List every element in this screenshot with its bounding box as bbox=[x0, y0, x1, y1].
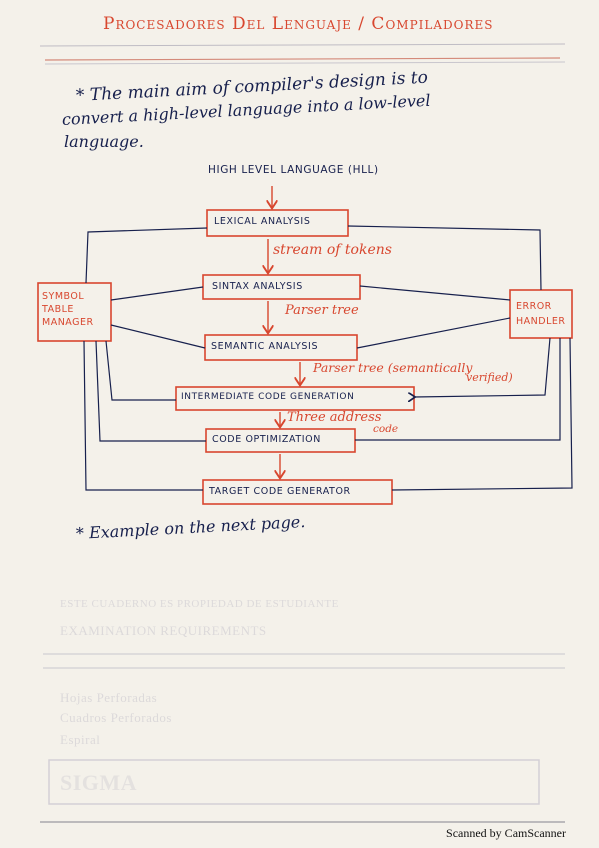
symbol-table-label: SYMBOL TABLE MANAGER bbox=[42, 291, 94, 328]
phase-semantic-label: SEMANTIC ANALYSIS bbox=[211, 341, 319, 352]
intro-line-3: language. bbox=[64, 132, 144, 151]
error-handler-label: ERROR HANDLER bbox=[516, 301, 566, 327]
scanner-watermark: Scanned by CamScanner bbox=[446, 826, 566, 840]
arrow-label-semantic-2: verified) bbox=[466, 371, 513, 384]
hll-label: HIGH LEVEL LANGUAGE (HLL) bbox=[208, 164, 379, 176]
arrow-label-tokens: stream of tokens bbox=[273, 242, 392, 258]
arrow-label-three-address-2: code bbox=[373, 423, 399, 435]
phase-syntax-label: SINTAX ANALYSIS bbox=[212, 281, 303, 292]
phase-optimization-label: CODE OPTIMIZATION bbox=[212, 434, 321, 445]
page-title: Procesadores Del Lenguaje / Compiladores bbox=[103, 14, 494, 34]
symbol-table-box bbox=[37, 282, 112, 342]
phase-target-label: TARGET CODE GENERATOR bbox=[209, 486, 351, 497]
arrow-label-parser-tree: Parser tree bbox=[285, 303, 359, 318]
phase-lexical-label: LEXICAL ANALYSIS bbox=[214, 216, 311, 227]
arrow-label-three-address-1: Three address bbox=[287, 410, 382, 425]
phase-box-target bbox=[202, 479, 393, 505]
phase-intermediate-label: INTERMEDIATE CODE GENERATION bbox=[181, 392, 355, 402]
arrow-label-semantic-1: Parser tree (semantically bbox=[313, 360, 473, 375]
